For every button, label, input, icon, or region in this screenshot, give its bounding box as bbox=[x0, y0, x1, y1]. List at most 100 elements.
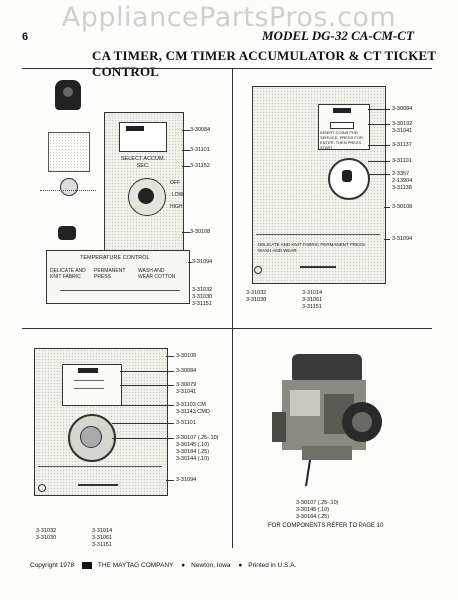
setting-delicate: DELICATE AND KNIT FABRIC bbox=[50, 268, 86, 280]
part-number: 3-30192 bbox=[392, 121, 413, 127]
leader-line bbox=[368, 145, 390, 146]
part-number: 3-31103 CM bbox=[176, 402, 206, 408]
dial-caption: SELECT ACCUM. SEC. bbox=[120, 156, 166, 169]
leader-line bbox=[368, 161, 390, 162]
dial-arc-icon bbox=[40, 190, 96, 205]
part-number: 3-31094 bbox=[392, 236, 413, 242]
timer-mechanism-photo bbox=[272, 354, 382, 487]
leader-line bbox=[188, 262, 192, 263]
leader-line bbox=[182, 232, 190, 233]
part-number: 3-31101 bbox=[176, 420, 196, 426]
part-number: 3-31151 bbox=[92, 542, 112, 548]
part-number: 3-30108 bbox=[190, 229, 211, 235]
footer: Copyright 1978 THE MAYTAG COMPANY ● Newto… bbox=[30, 562, 302, 569]
part-number: 3-31041 bbox=[392, 128, 413, 134]
part-number: 3-31143 CMD bbox=[176, 409, 210, 415]
part-number: 3-30144 (.10) bbox=[176, 456, 210, 462]
cm-divider bbox=[38, 466, 162, 467]
part-number: 3-31030 bbox=[246, 297, 267, 303]
side-label-off: OFF bbox=[170, 180, 180, 186]
part-number: 3-31137 bbox=[392, 142, 412, 148]
part-number: 3-30079 bbox=[176, 382, 197, 388]
cm-display-icon bbox=[78, 368, 98, 373]
part-number: 3-31030 bbox=[36, 535, 57, 541]
leader-line bbox=[182, 130, 190, 131]
location: Newton, Iowa bbox=[191, 562, 231, 570]
part-number: 3-30084 bbox=[190, 127, 211, 133]
coin-display-icon bbox=[333, 108, 351, 113]
part-number: 3-30084 bbox=[176, 368, 197, 374]
timer-knob-icon bbox=[58, 226, 76, 240]
bullet-icon: ● bbox=[181, 562, 186, 570]
dial-small-icon bbox=[60, 178, 78, 196]
side-label-high: HIGH bbox=[170, 204, 183, 210]
ct-divider bbox=[256, 234, 380, 235]
watermark: AppliancePartsPros.com bbox=[61, 2, 397, 33]
leader-line bbox=[384, 239, 390, 240]
part-number: 3-31014 bbox=[92, 528, 113, 534]
slider-track bbox=[60, 290, 180, 291]
company-name: THE MAYTAG COMPANY bbox=[97, 562, 174, 570]
center-rule bbox=[232, 68, 233, 548]
leader-line bbox=[182, 166, 190, 167]
main-knob-icon bbox=[138, 188, 154, 204]
knob-caption bbox=[58, 113, 88, 120]
screw-icon bbox=[254, 266, 262, 274]
leader-line bbox=[112, 438, 174, 439]
part-number: 3-30107 (.25-.10) bbox=[296, 500, 339, 506]
model-header: MODEL DG-32 CA-CM-CT bbox=[262, 28, 414, 43]
leader-line bbox=[368, 109, 390, 110]
part-number: 3-30108 bbox=[176, 353, 197, 359]
part-number: 3-31138 bbox=[392, 185, 412, 191]
cm-card-line bbox=[74, 380, 104, 381]
ct-bottom-text: DELICATE AND KNIT FABRIC PERMANENT PRESS… bbox=[258, 242, 366, 253]
timer-display-icon bbox=[126, 126, 144, 131]
part-number: 2-3357 bbox=[392, 171, 410, 177]
page-title: CA TIMER, CM TIMER ACCUMULATOR & CT TICK… bbox=[92, 48, 437, 79]
slot-icon bbox=[78, 484, 118, 486]
part-number: 3-31032 bbox=[246, 290, 267, 296]
part-number: 3-30108 bbox=[392, 204, 413, 210]
leader-line bbox=[182, 150, 190, 151]
copyright: Copyright 1978 bbox=[30, 562, 75, 570]
leader-line bbox=[112, 423, 174, 424]
leader-line bbox=[368, 124, 390, 125]
part-number: 3-30184 (.25) bbox=[296, 514, 330, 520]
components-note: FOR COMPONENTS REFER TO PAGE 10 bbox=[268, 523, 384, 529]
leader-line bbox=[368, 174, 390, 175]
setting-wash-wear: WASH AND WEAR COTTON bbox=[138, 268, 176, 280]
coin-acceptor-center-icon bbox=[80, 426, 102, 448]
part-number: 3-31030 bbox=[192, 294, 213, 300]
slot-icon bbox=[300, 266, 336, 268]
coin-card-text: INSERT COINS FOR SERVICE. PRESS FOR ENTE… bbox=[320, 130, 363, 150]
leader-line bbox=[120, 385, 174, 386]
page-number: 6 bbox=[22, 31, 29, 43]
side-label-low: LOW bbox=[172, 192, 184, 198]
part-number: 3-31151 bbox=[192, 301, 212, 307]
leader-line bbox=[120, 371, 174, 372]
part-number: 3-31094 bbox=[192, 259, 213, 265]
part-number: 3-31032 bbox=[36, 528, 57, 534]
setting-permanent-press: PERMANENT PRESS bbox=[94, 268, 126, 280]
part-number: 3-31041 bbox=[176, 389, 197, 395]
part-number: 3-31151 bbox=[302, 304, 322, 310]
start-slot-icon bbox=[330, 122, 354, 129]
part-number: 3-31152 bbox=[190, 163, 210, 169]
leader-line bbox=[120, 405, 174, 406]
part-number: 3-31101 bbox=[392, 158, 412, 164]
screw-icon bbox=[38, 484, 46, 492]
temperature-strip bbox=[46, 250, 190, 304]
part-number: 3-31094 bbox=[176, 477, 197, 483]
part-number: 3-31061 bbox=[302, 297, 323, 303]
cm-card-line bbox=[74, 388, 104, 389]
printed-in: Printed in U.S.A. bbox=[248, 562, 297, 570]
middle-rule bbox=[22, 328, 432, 329]
bullet-icon: ● bbox=[238, 562, 243, 570]
part-number: 3-30145 (.10) bbox=[176, 442, 210, 448]
leader-line bbox=[166, 356, 174, 357]
top-rule bbox=[22, 68, 432, 69]
leader-line bbox=[166, 480, 174, 481]
part-number: 3-31061 bbox=[92, 535, 113, 541]
dial-ring-icon bbox=[128, 178, 166, 216]
part-number: 3-30084 bbox=[392, 106, 413, 112]
